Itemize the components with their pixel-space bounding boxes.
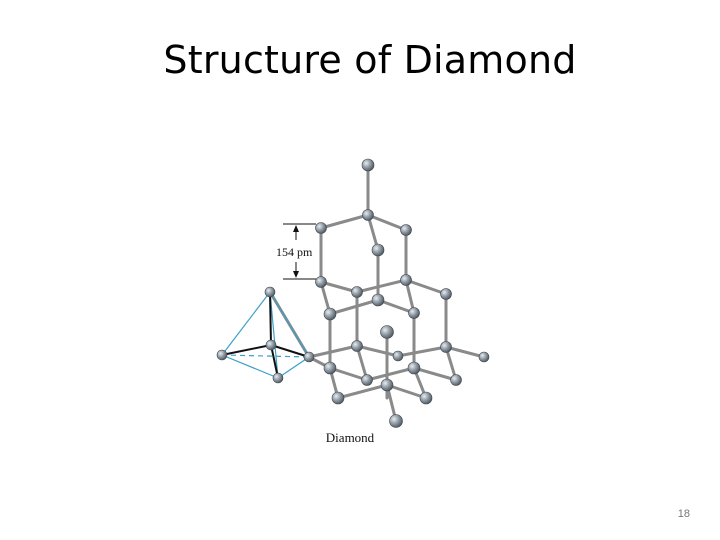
tetrahedron-outline xyxy=(221,291,310,379)
bond-length-marker xyxy=(283,223,316,280)
carbon-atoms xyxy=(216,158,490,428)
page-number: 18 xyxy=(677,508,690,520)
tetrahedron-bonds xyxy=(221,291,310,379)
slide-title: Structure of Diamond xyxy=(163,38,577,82)
figure-caption: Diamond xyxy=(325,430,375,445)
diamond-structure-diagram: 154 pm xyxy=(216,158,490,428)
bond-length-label: 154 pm xyxy=(276,245,313,259)
